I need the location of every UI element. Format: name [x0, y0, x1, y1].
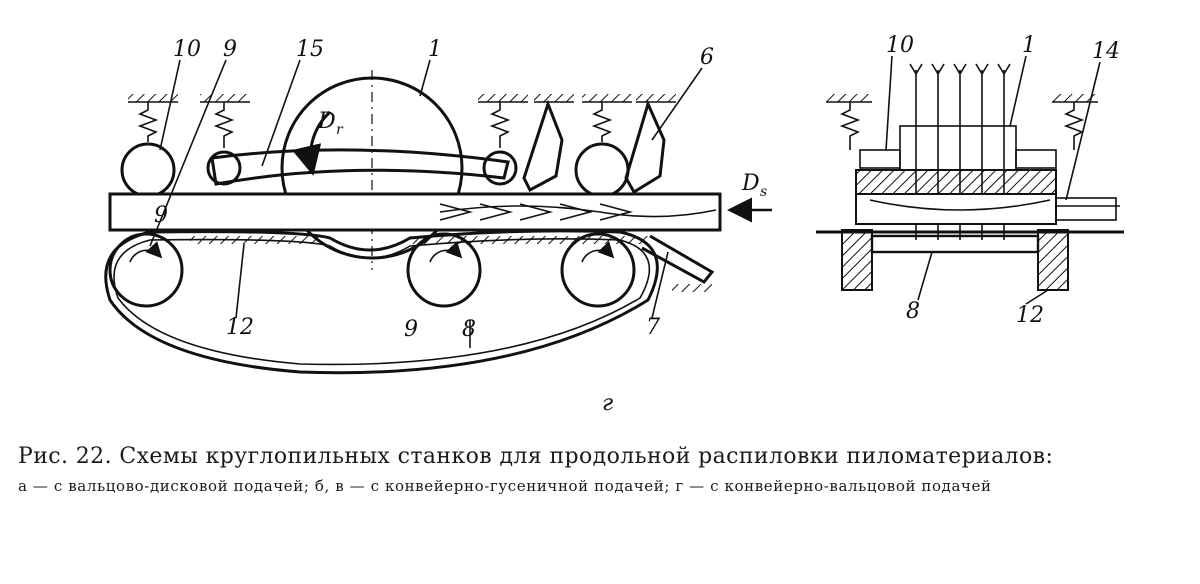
figure-caption: Рис. 22. Схемы круглопильных станков для… — [18, 444, 1188, 495]
drive-wheel-9-left — [108, 232, 184, 308]
pressure-roller-right — [574, 142, 630, 198]
springs — [137, 102, 613, 148]
r-label-10: 10 — [886, 33, 914, 58]
label-9: 9 — [223, 37, 237, 62]
feed-label-ds: D s — [741, 171, 767, 200]
top-supports — [128, 94, 676, 103]
caption-title: Рис. 22. Схемы круглопильных станков для… — [18, 444, 1054, 469]
machine-diagram: 10 9 15 1 6 9 12 9 8 7 D r D s г — [104, 33, 1124, 416]
dr-main: D — [317, 109, 336, 134]
label-15: 15 — [296, 37, 324, 62]
r-label-8: 8 — [906, 299, 920, 324]
label-6: 6 — [700, 45, 714, 70]
dr-sub: r — [336, 122, 344, 138]
label-7: 7 — [646, 315, 660, 340]
anti-kickback-pawl-2 — [624, 99, 666, 195]
ds-main: D — [741, 171, 760, 196]
label-8: 8 — [462, 317, 476, 342]
anti-kickback-pawl-1 — [522, 99, 564, 193]
label-10: 10 — [173, 37, 201, 62]
drive-wheel-9-center — [406, 232, 482, 308]
drive-wheel-9-right — [560, 232, 636, 308]
left-labels: 10 9 15 1 6 9 12 9 8 7 — [149, 37, 714, 348]
right-rail-12 — [1037, 229, 1069, 291]
cross-section-board — [855, 169, 1057, 195]
label-1: 1 — [428, 37, 442, 62]
right-labels: 10 1 14 8 12 — [885, 33, 1120, 328]
r-label-14: 14 — [1092, 39, 1120, 64]
r-label-12: 12 — [1016, 303, 1044, 328]
cross-section-schematic — [816, 63, 1124, 291]
guard-15 — [210, 148, 510, 186]
pressure-roller-10 — [120, 142, 176, 198]
conveyor-belt-8 — [104, 229, 659, 375]
r-label-1: 1 — [1022, 33, 1036, 58]
variant-letter: г — [602, 391, 613, 416]
label-12: 12 — [226, 315, 254, 340]
workpiece-board — [108, 192, 722, 232]
caption-notes: а — с вальцово-дисковой подачей; б, в — … — [18, 477, 992, 495]
left-rail-12 — [841, 229, 873, 291]
label-9-center: 9 — [404, 317, 418, 342]
arbor-housing — [899, 125, 1017, 171]
conveyor-track-8 — [870, 234, 1040, 254]
conveyor-roller-schematic — [104, 70, 772, 375]
lever-pivot-right — [482, 150, 518, 186]
support-7 — [641, 234, 715, 284]
rotation-label-dr: D r — [317, 109, 344, 138]
ds-sub: s — [760, 184, 767, 200]
